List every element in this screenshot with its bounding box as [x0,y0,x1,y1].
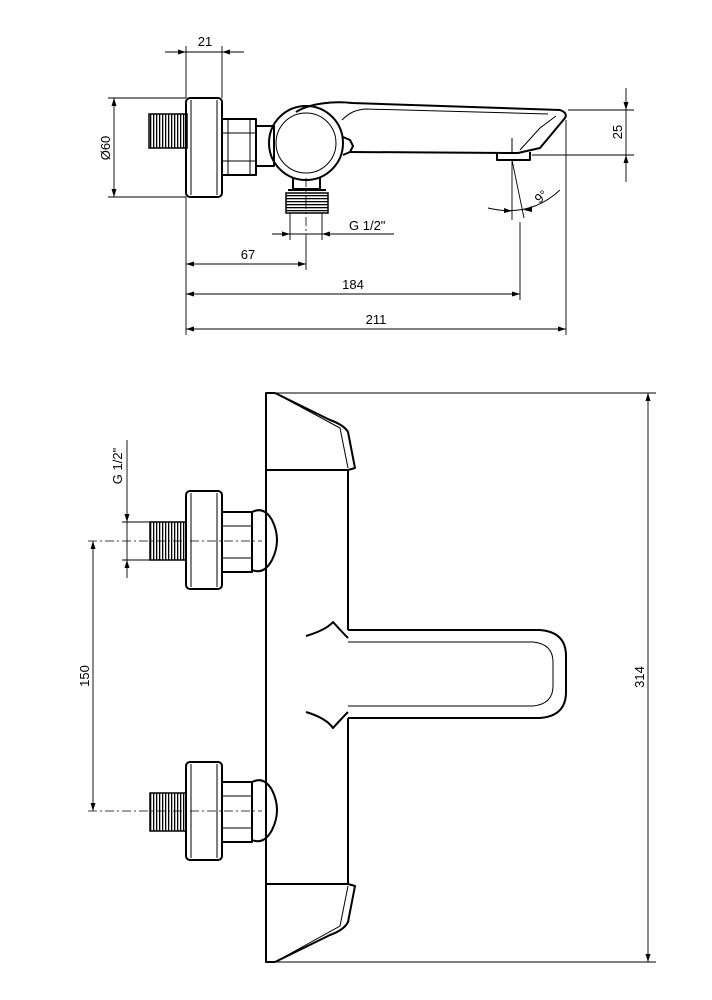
label-angle: 9° [532,187,551,206]
lower-hex-nut [221,781,253,843]
spout-front [348,629,567,719]
dimension-67: 67 [185,197,307,335]
label-21: 21 [198,34,212,49]
label-thread-top: G 1/2" [349,218,386,233]
dimension-211: 211 [186,120,567,335]
label-184: 184 [342,277,364,292]
dimension-thread-front: G 1/2" [110,440,150,578]
label-67: 67 [241,247,255,262]
dimension-184: 184 [186,222,521,300]
label-thread-front: G 1/2" [110,447,125,484]
dimension-150: 150 [77,541,96,811]
label-211: 211 [366,312,387,327]
dimension-angle: 9° [487,159,561,220]
top-handle-cap [265,392,356,471]
label-150: 150 [77,665,92,687]
hex-nut [221,118,257,176]
side-view [148,97,567,238]
dimension-thread-top: G 1/2" [272,213,394,240]
lower-wall-thread [149,792,187,832]
bottom-handle-cap [265,883,356,963]
dimension-314: 314 [266,392,656,963]
mixer-body-front [265,470,349,884]
label-d60: Ø60 [98,136,113,161]
label-314: 314 [632,666,647,688]
upper-hex-nut [221,511,253,573]
spout [295,101,567,154]
mixer-body [268,105,344,181]
label-25: 25 [610,125,625,139]
front-view [88,392,567,963]
dimension-d60: Ø60 [98,97,186,198]
dimension-21: 21 [165,34,244,98]
wall-thread [148,113,188,149]
dimension-25: 25 [532,88,634,182]
outlet-thread [285,192,329,214]
